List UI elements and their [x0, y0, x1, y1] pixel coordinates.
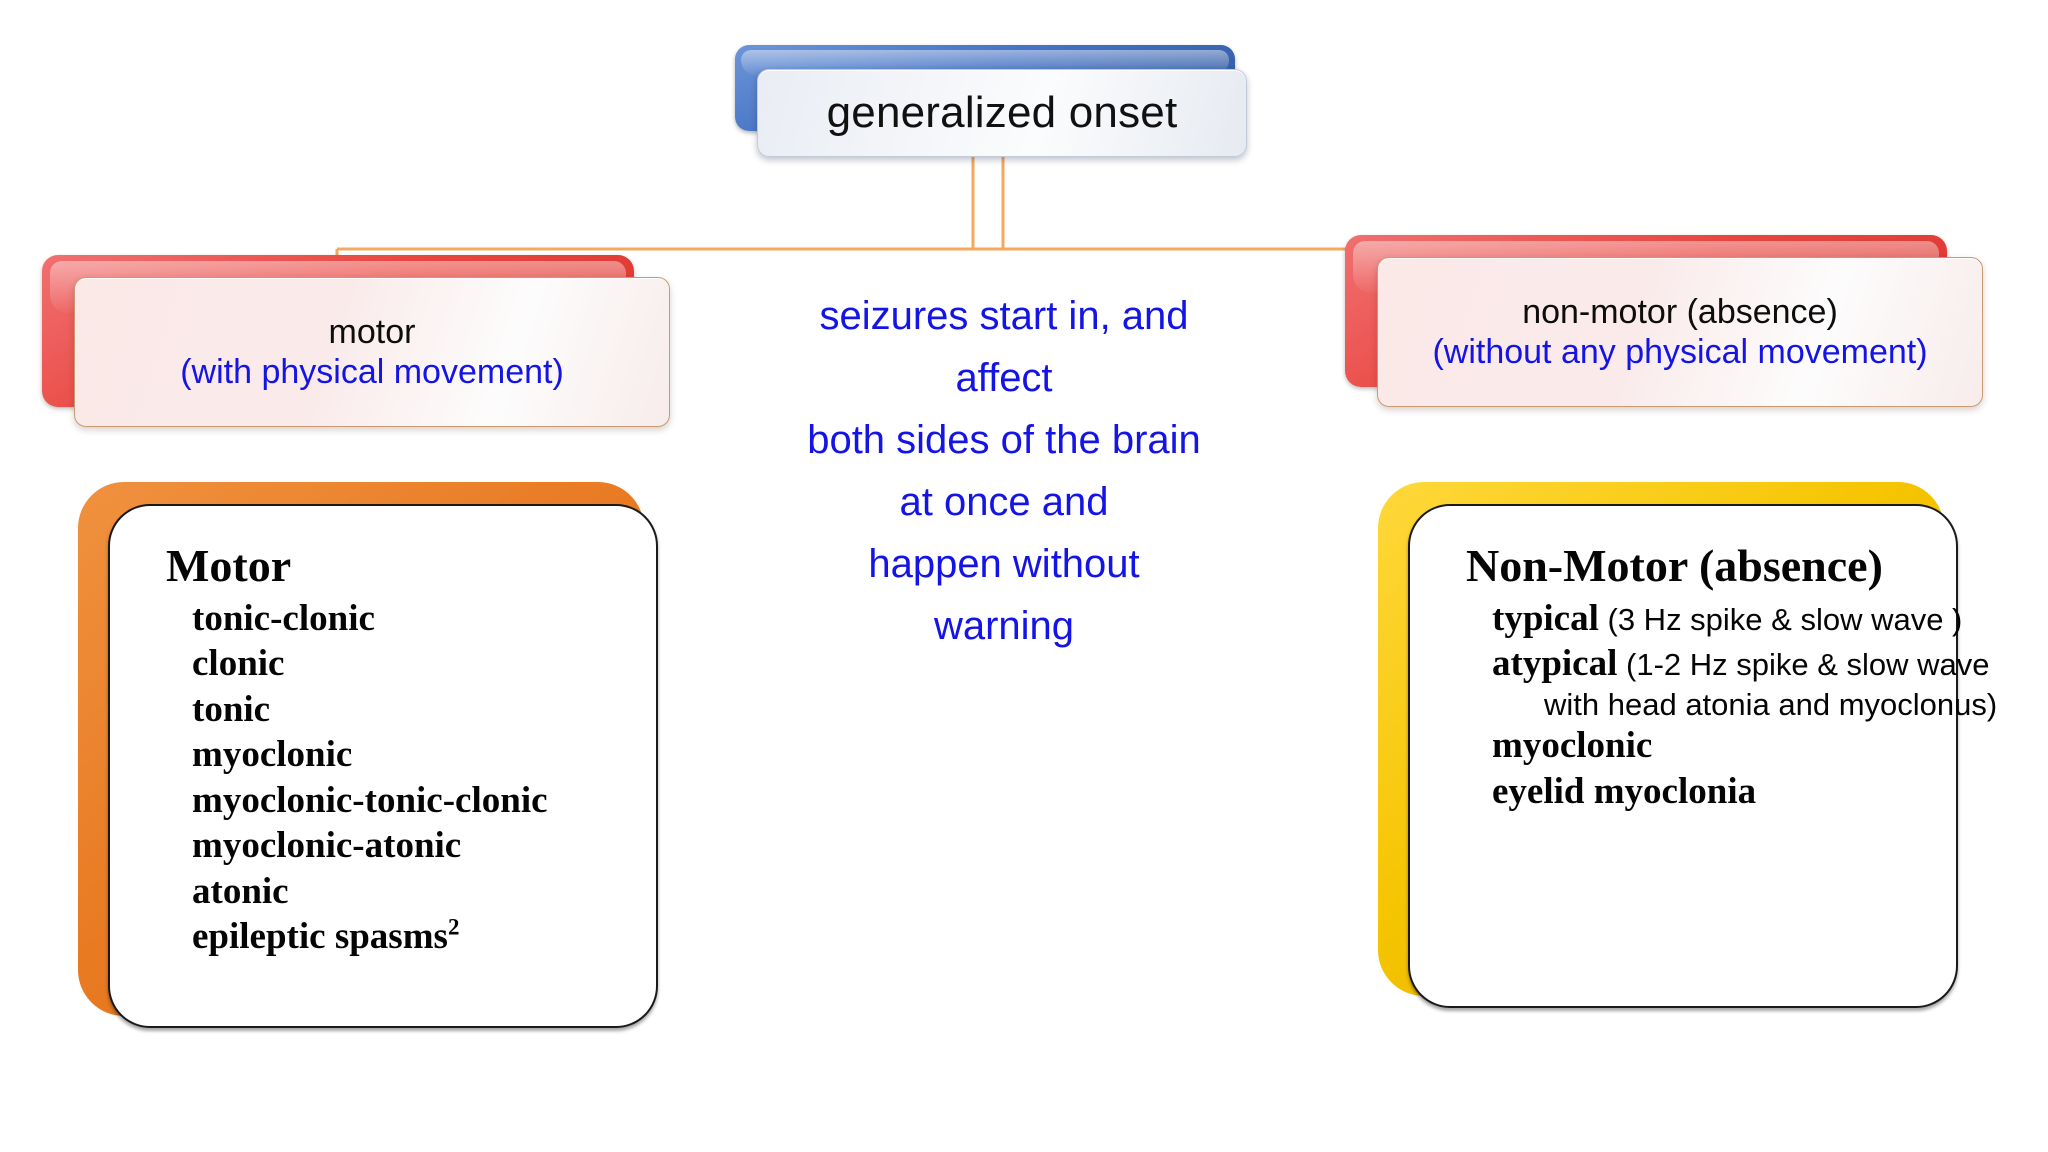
detail-box-non-motor[interactable]: Non-Motor (absence) typical (3 Hz spike …	[1378, 482, 1998, 1010]
center-note-line: at once and	[899, 480, 1109, 524]
list-item: clonic	[192, 641, 626, 687]
list-item: typical (3 Hz spike & slow wave )	[1492, 596, 1962, 642]
detail-title: Motor	[166, 540, 292, 591]
detail-box-motor[interactable]: Motor tonic-clonic clonic tonic myocloni…	[78, 482, 660, 1030]
center-note-line: seizures start in, and	[819, 294, 1189, 338]
center-note-line: both sides of the brain	[807, 418, 1201, 462]
list-item-footnote-marker: 2	[447, 915, 460, 940]
node-title: non-motor (absence)	[1522, 292, 1838, 331]
detail-card: Non-Motor (absence) typical (3 Hz spike …	[1408, 504, 1998, 1008]
list-item: myoclonic	[1492, 723, 1926, 769]
node-face: generalized onset	[757, 69, 1247, 157]
list-item: tonic-clonic	[192, 596, 626, 642]
list-item-note-continued: with head atonia and myoclonus)	[1544, 686, 1998, 722]
list-item-term: clonic	[192, 643, 285, 685]
node-subtitle: (with physical movement)	[180, 353, 564, 391]
node-label: generalized onset	[826, 88, 1178, 137]
list-item-note: (3 Hz spike & slow wave )	[1598, 601, 1963, 637]
list-item-term: myoclonic-tonic-clonic	[192, 779, 548, 821]
list-item: atonic	[192, 869, 626, 915]
list-item: myoclonic	[192, 732, 626, 778]
list-item-term: typical	[1492, 597, 1599, 639]
node-face: motor (with physical movement)	[74, 277, 670, 427]
node-subtitle: (without any physical movement)	[1432, 333, 1928, 371]
list-item-term: epileptic spasms	[192, 916, 448, 958]
detail-list: typical (3 Hz spike & slow wave ) atypic…	[1466, 596, 1998, 815]
list-item: myoclonic-tonic-clonic	[192, 778, 626, 824]
list-item-term: myoclonic	[1492, 725, 1653, 767]
center-note-line: affect	[955, 356, 1053, 400]
list-item-term: atonic	[192, 870, 289, 912]
list-item: myoclonic-atonic	[192, 823, 626, 869]
node-generalized-onset[interactable]: generalized onset	[735, 45, 1247, 157]
list-item-term: atypical	[1492, 643, 1618, 685]
list-item: tonic	[192, 687, 626, 733]
list-item-term: tonic-clonic	[192, 597, 375, 639]
list-item-term: eyelid myoclonia	[1492, 770, 1757, 812]
list-item-term: tonic	[192, 688, 271, 730]
detail-list: tonic-clonic clonic tonic myoclonic myoc…	[166, 596, 626, 960]
list-item: eyelid myoclonia	[1492, 769, 1926, 815]
node-non-motor[interactable]: non-motor (absence) (without any physica…	[1345, 235, 1985, 410]
node-title: motor	[328, 312, 416, 351]
node-face: non-motor (absence) (without any physica…	[1377, 257, 1983, 407]
center-note: seizures start in, and affect both sides…	[724, 285, 1284, 657]
list-item: epileptic spasms2	[192, 914, 626, 960]
list-item-note: (1-2 Hz spike & slow wave	[1617, 647, 1990, 683]
detail-card: Motor tonic-clonic clonic tonic myocloni…	[108, 504, 658, 1028]
center-note-line: happen without	[868, 542, 1140, 586]
detail-title: Non-Motor (absence)	[1466, 540, 1883, 591]
center-note-line: warning	[933, 604, 1075, 648]
node-motor[interactable]: motor (with physical movement)	[42, 255, 672, 430]
list-item-term: myoclonic	[192, 734, 353, 776]
list-item-term: myoclonic-atonic	[192, 825, 462, 867]
